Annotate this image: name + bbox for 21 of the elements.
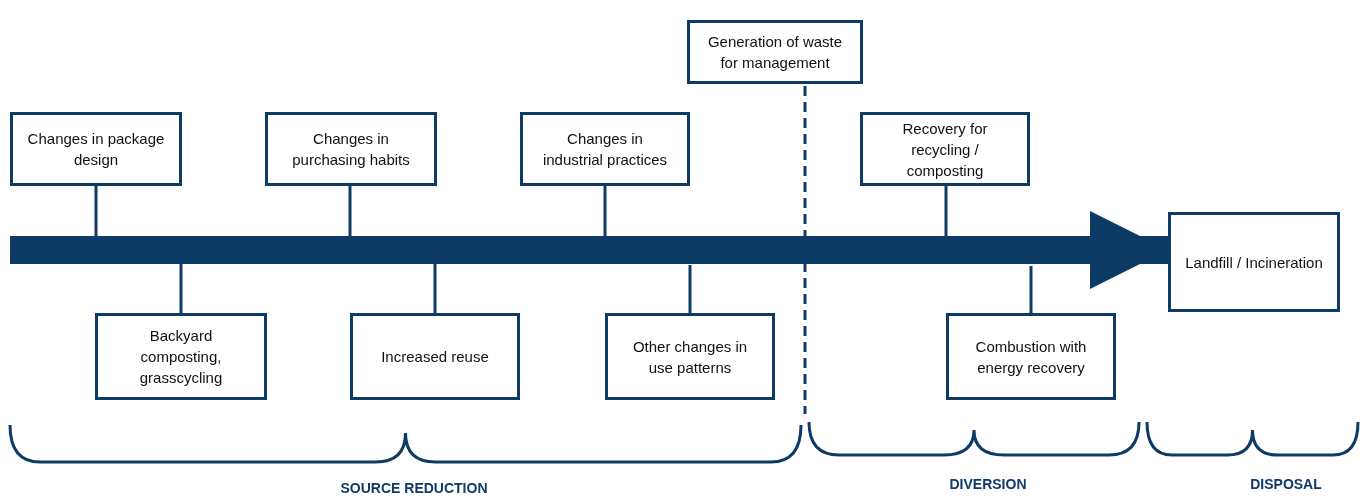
connector-line (688, 265, 692, 313)
connector-line (1029, 266, 1033, 313)
connector-line (348, 186, 352, 237)
stage-label: DIVERSION (949, 476, 1027, 492)
process-box: Generation of waste for management (687, 20, 863, 84)
flow-arrow (10, 211, 1168, 289)
process-box: Changes in industrial practices (520, 112, 690, 186)
process-box: Landfill / Incineration (1168, 212, 1340, 312)
stage-label: SOURCE REDUCTION (340, 480, 488, 496)
process-box: Recovery for recycling / composting (860, 112, 1030, 186)
connector-line (603, 186, 607, 238)
process-box: Increased reuse (350, 313, 520, 400)
process-box: Other changes in use patterns (605, 313, 775, 400)
connector-line (179, 263, 183, 313)
process-box: Backyard composting, grasscycling (95, 313, 267, 400)
stage-label: DISPOSAL (1250, 476, 1322, 492)
connector-line (94, 186, 98, 237)
connector-line (433, 264, 437, 313)
process-box: Combustion with energy recovery (946, 313, 1116, 400)
process-box: Changes in package design (10, 112, 182, 186)
process-box: Changes in purchasing habits (265, 112, 437, 186)
